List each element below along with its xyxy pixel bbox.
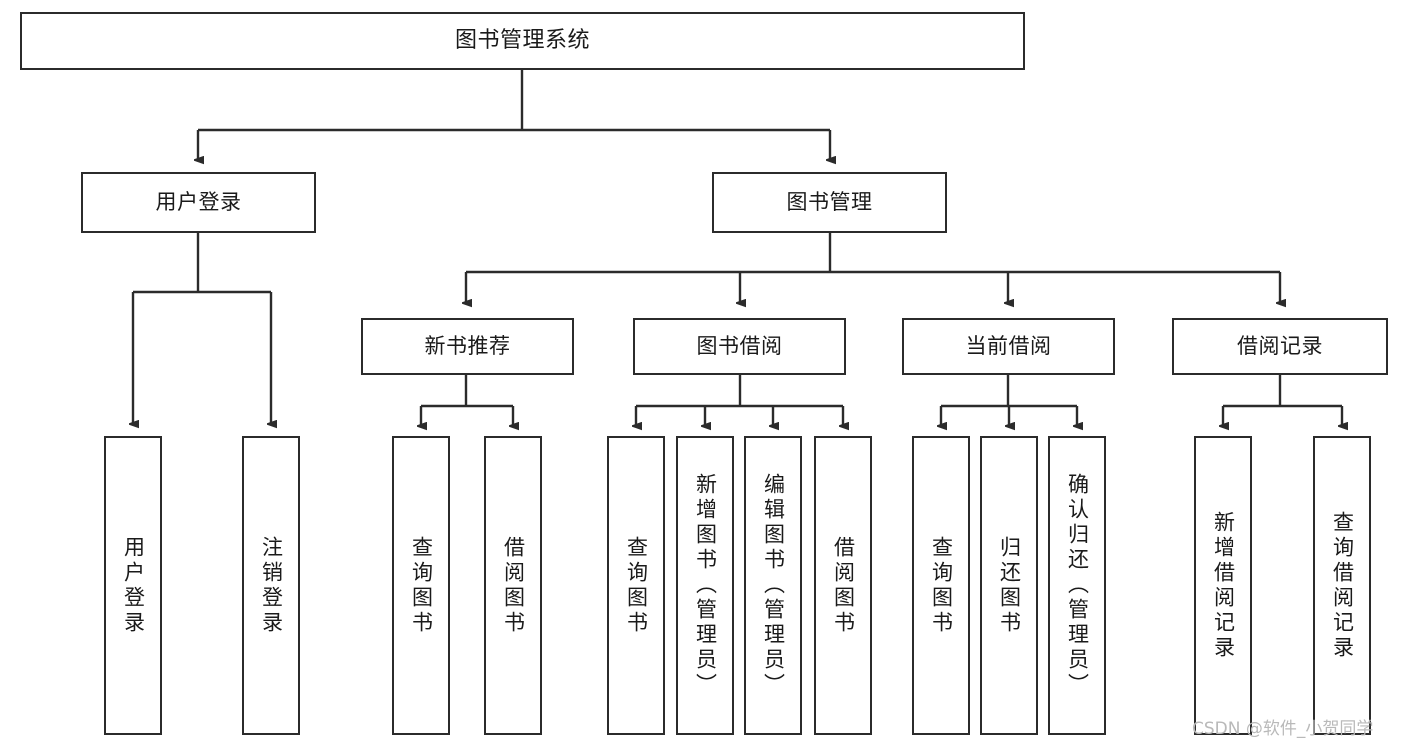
node-label: 新增图书（管理员） bbox=[693, 473, 718, 698]
leaf-current-query-book[interactable]: 查询图书 bbox=[912, 436, 970, 735]
leaf-new-book-query[interactable]: 查询图书 bbox=[392, 436, 450, 735]
node-label: 借阅记录 bbox=[1237, 334, 1323, 359]
node-label: 注销登录 bbox=[259, 535, 284, 636]
node-label: 用户登录 bbox=[155, 190, 242, 215]
node-label: 查询借阅记录 bbox=[1330, 510, 1355, 661]
node-label: 图书借阅 bbox=[696, 334, 783, 359]
node-label: 当前借阅 bbox=[965, 334, 1052, 359]
node-label: 编辑图书（管理员） bbox=[761, 473, 786, 698]
csdn-watermark: CSDN @软件_小贺同学 bbox=[1192, 719, 1374, 739]
node-label: 查询图书 bbox=[929, 535, 954, 636]
node-borrow-record[interactable]: 借阅记录 bbox=[1172, 318, 1388, 375]
node-label: 查询图书 bbox=[624, 535, 649, 636]
leaf-borrow-add-book-admin[interactable]: 新增图书（管理员） bbox=[676, 436, 734, 735]
node-book-management[interactable]: 图书管理 bbox=[712, 172, 947, 233]
node-book-borrow[interactable]: 图书借阅 bbox=[633, 318, 846, 375]
node-root-book-management-system[interactable]: 图书管理系统 bbox=[20, 12, 1025, 70]
node-label: 归还图书 bbox=[997, 535, 1022, 636]
leaf-borrow-edit-book-admin[interactable]: 编辑图书（管理员） bbox=[744, 436, 802, 735]
node-label: 图书管理 bbox=[786, 190, 873, 215]
node-label: 新增借阅记录 bbox=[1211, 510, 1236, 661]
node-label: 查询图书 bbox=[409, 535, 434, 636]
node-label: 确认归还（管理员） bbox=[1065, 473, 1090, 698]
node-label: 用户登录 bbox=[121, 535, 146, 636]
leaf-new-book-borrow[interactable]: 借阅图书 bbox=[484, 436, 542, 735]
node-label: 图书管理系统 bbox=[454, 28, 590, 54]
node-label: 借阅图书 bbox=[831, 535, 856, 636]
leaf-current-confirm-return-admin[interactable]: 确认归还（管理员） bbox=[1048, 436, 1106, 735]
leaf-borrow-query-book[interactable]: 查询图书 bbox=[607, 436, 665, 735]
leaf-borrow-borrow-book[interactable]: 借阅图书 bbox=[814, 436, 872, 735]
leaf-user-login-signin[interactable]: 用户登录 bbox=[104, 436, 162, 735]
leaf-current-return-book[interactable]: 归还图书 bbox=[980, 436, 1038, 735]
node-label: 借阅图书 bbox=[501, 535, 526, 636]
leaf-record-query-record[interactable]: 查询借阅记录 bbox=[1313, 436, 1371, 735]
node-user-login[interactable]: 用户登录 bbox=[81, 172, 316, 233]
leaf-record-add-record[interactable]: 新增借阅记录 bbox=[1194, 436, 1252, 735]
node-new-book-recommend[interactable]: 新书推荐 bbox=[361, 318, 574, 375]
node-label: 新书推荐 bbox=[424, 334, 511, 359]
leaf-user-login-signout[interactable]: 注销登录 bbox=[242, 436, 300, 735]
node-current-borrow[interactable]: 当前借阅 bbox=[902, 318, 1115, 375]
